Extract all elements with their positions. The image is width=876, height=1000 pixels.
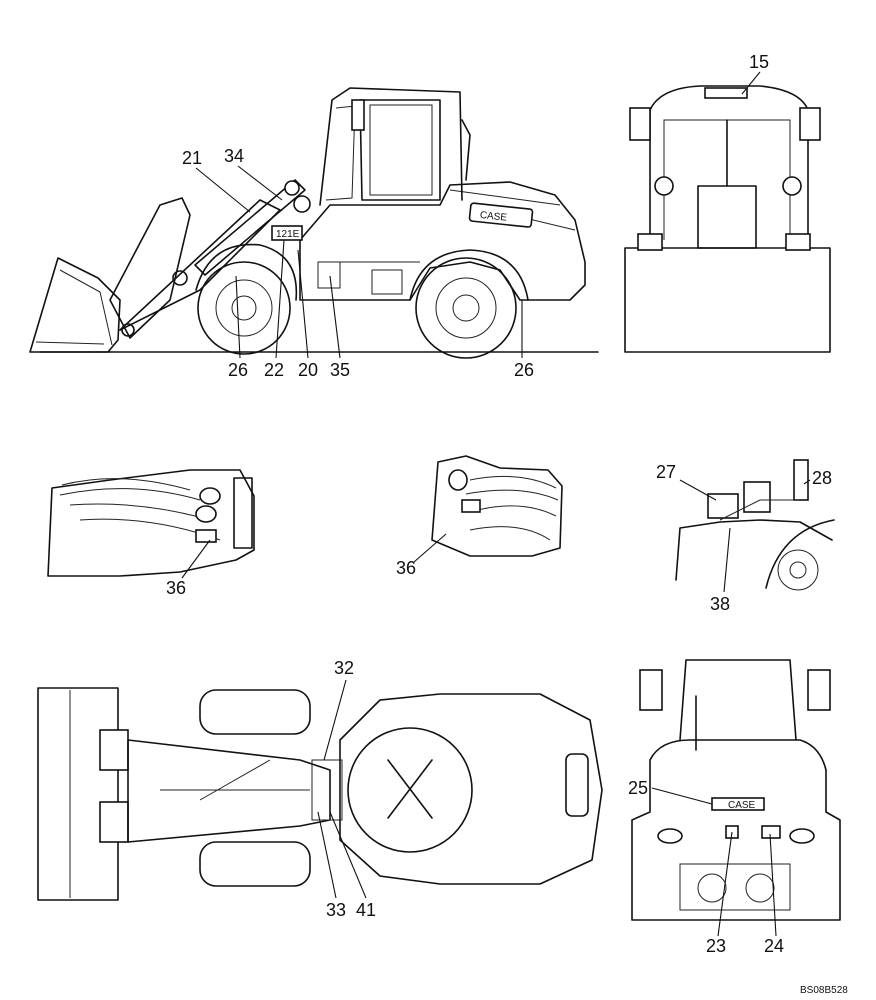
callout-36-middle: 36 [396, 558, 416, 578]
rear-view-loader: CASE [631, 659, 841, 921]
callout-35: 35 [330, 360, 350, 380]
side-view-callouts: 21 34 26 22 20 35 26 [182, 146, 534, 380]
callout-34: 34 [224, 146, 244, 166]
callout-26-rear: 26 [514, 360, 534, 380]
callout-36-left: 36 [166, 578, 186, 598]
detail-left-hoses [47, 469, 255, 577]
top-view-loader [37, 687, 603, 901]
callout-24: 24 [764, 936, 784, 956]
rear-view-callouts: 25 23 24 [628, 778, 784, 956]
callout-41: 41 [356, 900, 376, 920]
callout-20: 20 [298, 360, 318, 380]
front-view-loader [624, 85, 831, 353]
top-view-callouts: 32 33 41 [317, 658, 376, 920]
side-view-loader: CASE 121E [29, 87, 599, 359]
rear-brand-decal: CASE [728, 800, 756, 811]
hood-brand-decal: CASE [479, 210, 508, 224]
callout-32: 32 [334, 658, 354, 678]
front-view-callouts: 15 [741, 52, 769, 95]
callout-23: 23 [706, 936, 726, 956]
drawing-code: BS08B528 [800, 985, 848, 996]
model-decal: 121E [276, 229, 300, 240]
callout-25: 25 [628, 778, 648, 798]
callout-33: 33 [326, 900, 346, 920]
detail-left-callouts: 36 [166, 539, 211, 598]
callout-38: 38 [710, 594, 730, 614]
callout-22: 22 [264, 360, 284, 380]
detail-middle-hoses [431, 455, 563, 557]
detail-right-callouts: 27 28 38 [656, 462, 832, 614]
callout-26-front: 26 [228, 360, 248, 380]
callout-28: 28 [812, 468, 832, 488]
callout-21: 21 [182, 148, 202, 168]
detail-middle-callouts: 36 [396, 533, 447, 578]
detail-right-rear [675, 459, 835, 591]
callout-15: 15 [749, 52, 769, 72]
callout-27: 27 [656, 462, 676, 482]
